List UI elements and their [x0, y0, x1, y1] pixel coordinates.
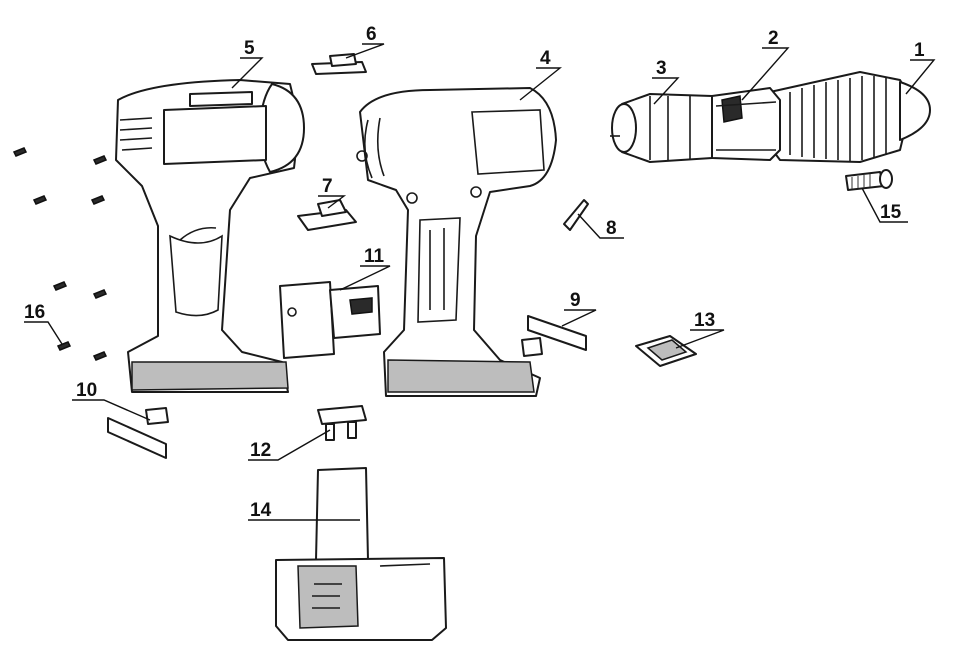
callout-labels: 1 2 3 4 5 6 7 8 9 10 11 12 13 14 15 16: [24, 24, 925, 521]
part-2-clutch-collar: [703, 87, 781, 161]
callout-15: 15: [880, 202, 902, 223]
part-6-clip: [311, 53, 367, 75]
callout-6: 6: [366, 24, 377, 45]
part-12-terminal-block: [317, 405, 367, 441]
part-16-screws: [12, 147, 108, 361]
part-14-battery-pack: [275, 467, 447, 641]
callout-8: 8: [606, 218, 617, 239]
callout-12: 12: [250, 440, 271, 461]
callout-16: 16: [24, 302, 45, 323]
callout-7: 7: [322, 176, 333, 197]
part-7-switch-lever: [297, 199, 357, 231]
callout-1: 1: [914, 40, 925, 61]
part-13-latch: [635, 335, 697, 367]
callout-11: 11: [364, 246, 385, 267]
callout-2: 2: [768, 28, 779, 49]
callout-5: 5: [244, 38, 255, 59]
callout-4: 4: [540, 48, 551, 69]
callout-14: 14: [250, 500, 272, 521]
part-8-spring: [563, 199, 589, 231]
callout-3: 3: [656, 58, 667, 79]
part-3-motor-gearbox: [610, 93, 713, 163]
part-11-switch: [279, 281, 381, 359]
part-9-contact-plate: [521, 315, 587, 357]
part-15-screw: [845, 169, 893, 191]
leader-lines: [24, 43, 936, 521]
part-5-left-housing: [115, 79, 305, 393]
callout-13: 13: [694, 310, 715, 331]
callout-9: 9: [570, 290, 581, 311]
part-4-right-housing: [356, 87, 557, 397]
callout-10: 10: [76, 380, 97, 401]
part-1-chuck: [764, 71, 931, 163]
